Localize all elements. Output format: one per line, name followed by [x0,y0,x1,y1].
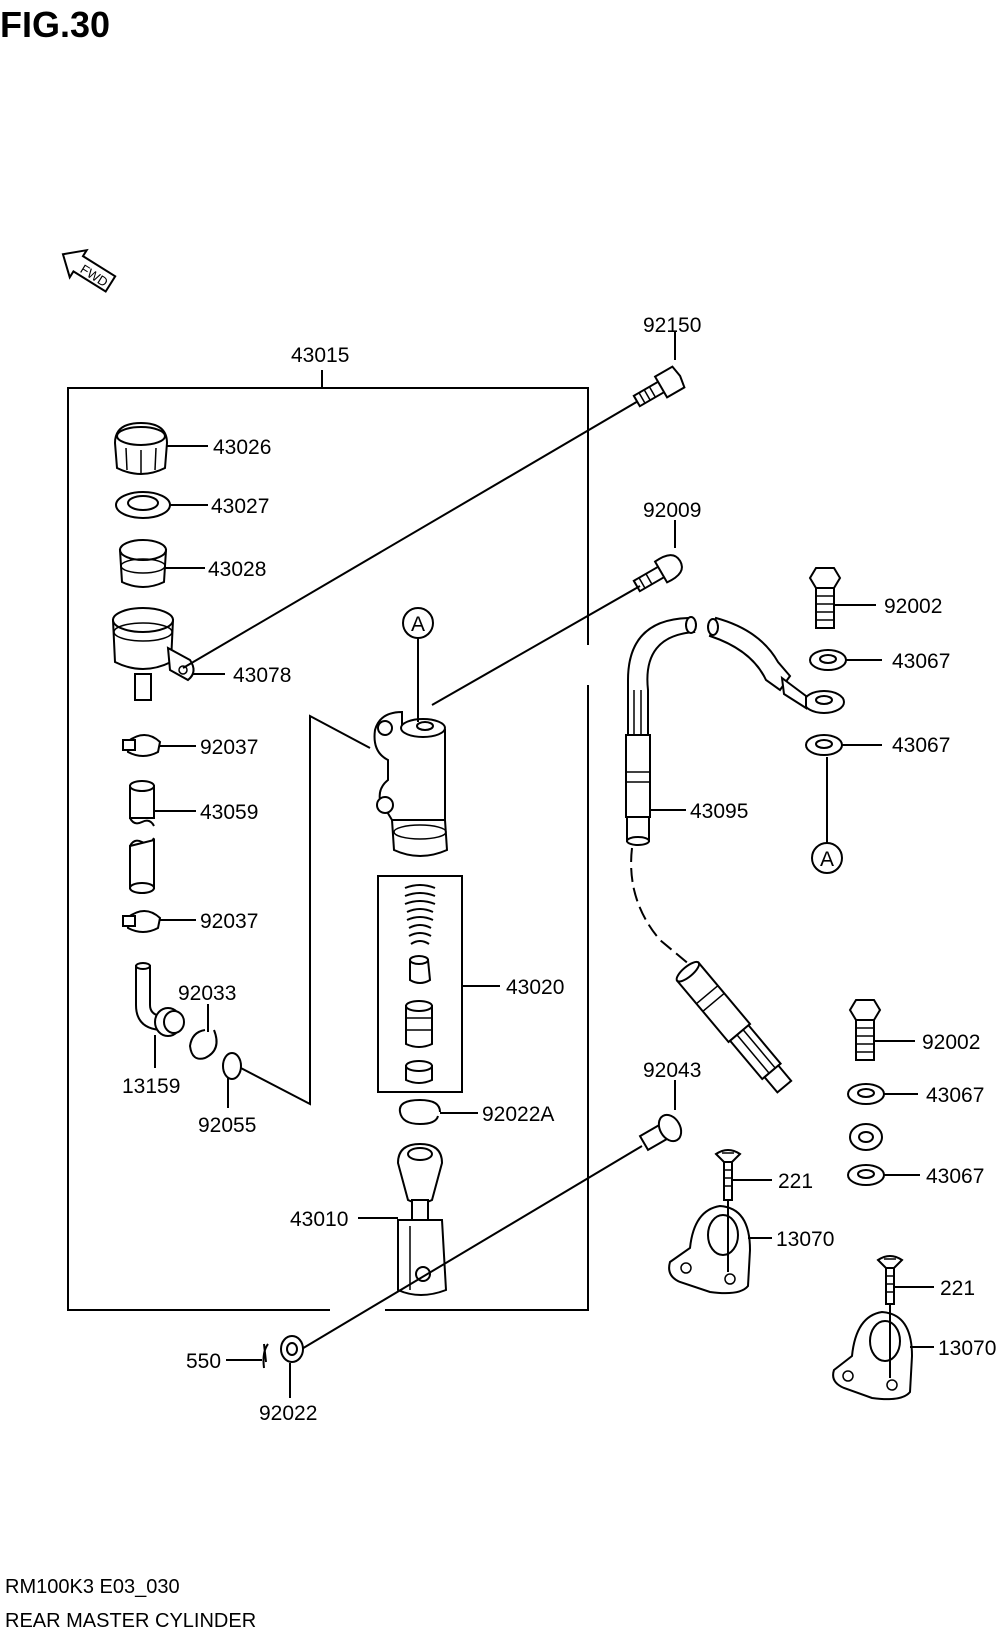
label-43026: 43026 [213,436,271,459]
diaphragm-plate [115,491,171,519]
reservoir-cap [113,421,169,475]
svg-text:A: A [820,848,834,871]
label-13070-a: 13070 [776,1228,834,1251]
fwd-arrow-icon: FWD [61,248,117,293]
master-cylinder [373,710,449,857]
label-43010: 43010 [290,1208,348,1231]
label-92009: 92009 [643,499,701,522]
label-43028: 43028 [208,558,266,581]
label-92055: 92055 [198,1114,256,1137]
label-92002-top: 92002 [884,595,942,618]
label-13070-b: 13070 [938,1337,996,1360]
reference-marker-a-hose: A [811,842,843,874]
label-43020: 43020 [506,976,564,999]
label-43095: 43095 [690,800,748,823]
washer-43067-d [847,1164,885,1186]
push-rod [396,1142,448,1296]
svg-text:A: A [411,613,425,636]
elbow-connector [135,962,185,1037]
label-92002-bottom: 92002 [922,1031,980,1054]
figure-title: FIG.30 [0,4,110,45]
o-ring [222,1052,242,1080]
label-43067-b: 43067 [892,734,950,757]
bolt-92009 [632,554,683,593]
hose [129,780,155,894]
reference-marker-a-cylinder: A [402,607,434,722]
washer-43067-a [809,649,847,671]
label-92037-lower: 92037 [200,910,258,933]
label-13159: 13159 [122,1075,180,1098]
pin-leader-line [299,1145,643,1351]
label-221-b: 221 [940,1277,975,1300]
diaphragm [118,539,168,588]
hose-clamp-lower [122,910,162,933]
label-550: 550 [186,1350,221,1373]
screw-221-b [876,1255,904,1305]
label-92033: 92033 [178,982,236,1005]
hose-guide-a [668,1204,752,1295]
bolt-leader-line [182,399,641,669]
brake-hose [625,616,883,1151]
label-92043: 92043 [643,1059,701,1082]
footer-model-code: RM100K3 E03_030 [5,1576,180,1598]
label-43067-d: 43067 [926,1165,984,1188]
label-43067-c: 43067 [926,1084,984,1107]
circlip [188,1029,218,1060]
label-221-a: 221 [778,1170,813,1193]
washer-43067-c [847,1083,885,1105]
bolt-92150 [632,365,686,408]
label-43027: 43027 [211,495,269,518]
seal-kit-bracket [377,875,463,1093]
footer-section-name: REAR MASTER CYLINDER [5,1610,256,1632]
screw-221-a [714,1149,742,1201]
label-43078: 43078 [233,664,291,687]
cotter-pin [262,1343,269,1369]
label-43059: 43059 [200,801,258,824]
label-92037-upper: 92037 [200,736,258,759]
reservoir [111,607,195,701]
clevis-pin [638,1113,683,1152]
washer-43067-b [805,734,843,756]
hose-guide-b [832,1310,914,1401]
banjo-bolt-bottom [848,999,882,1061]
snap-ring [398,1098,441,1126]
label-92022: 92022 [259,1402,317,1425]
connector-line [236,714,371,1106]
washer-92022 [280,1335,304,1363]
assembly-bracket [67,370,589,1311]
label-43067-a: 43067 [892,650,950,673]
seal-kit [404,884,436,1084]
label-92150: 92150 [643,314,701,337]
label-43015: 43015 [291,344,349,367]
label-92022A: 92022A [482,1103,554,1126]
banjo-bolt-top [808,567,842,629]
hose-clamp-upper [122,734,162,757]
